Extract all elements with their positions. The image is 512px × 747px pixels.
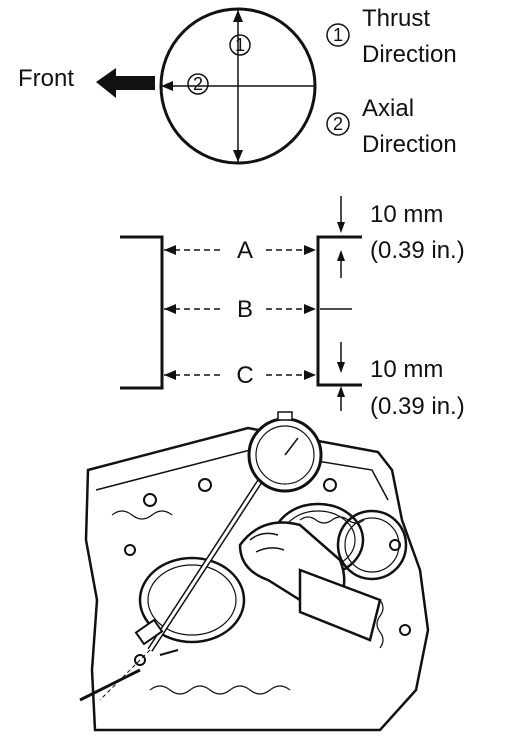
thrust-arrow-bottom (233, 150, 243, 162)
bolt-hole (399, 624, 411, 636)
finger-line (255, 547, 285, 553)
bore-wall-right (316, 235, 362, 387)
bolt-hole (134, 654, 146, 666)
bottom-offset-metric: 10 mm (370, 356, 443, 383)
position-c-label: C (236, 362, 253, 389)
position-a-arrow-left (164, 245, 176, 255)
water-jacket (376, 599, 384, 649)
dial-stem (277, 411, 293, 421)
position-a-label: A (237, 237, 253, 264)
legend-1-marker: 1 (333, 25, 343, 45)
position-b-arrow-left (164, 304, 176, 314)
cylinder-bore-1-inner (147, 564, 237, 636)
legend-2-marker: 2 (333, 114, 343, 134)
position-a-arrow-right (304, 245, 316, 255)
marker-1-text: 1 (235, 35, 245, 55)
position-b-label: B (237, 296, 253, 323)
legend-1-marker-circle (326, 23, 350, 47)
engine-block-illustration (79, 411, 430, 732)
gauge-shaft-inner (148, 477, 264, 651)
cylinder-bore-3-inner (344, 517, 400, 573)
dial-needle (284, 437, 299, 456)
marker-2-text: 2 (193, 74, 203, 94)
thrust-arrow-top (233, 10, 243, 22)
legend-2-line1: Axial (362, 95, 414, 122)
bolt-hole (124, 544, 136, 556)
cylinder-bore-1 (138, 556, 246, 644)
block-outline (84, 426, 430, 732)
bolt-hole (198, 478, 212, 492)
bottom-offset-imperial: (0.39 in.) (370, 393, 465, 420)
gauge-head (134, 618, 164, 646)
marker-2-circle (187, 73, 209, 95)
legend-1-line1: Thrust (362, 5, 430, 32)
position-diagram: A B C 10 mm (0.39 in.) 10 mm (0.39 in.) (120, 196, 465, 420)
marker-1-circle (229, 34, 251, 56)
water-jacket (111, 510, 173, 520)
position-c-arrow-left (164, 370, 176, 380)
bolt-hole (323, 478, 337, 492)
top-offset-metric: 10 mm (370, 201, 443, 228)
legend-2-line2: Direction (362, 131, 457, 158)
axial-arrow-left (161, 81, 173, 91)
bottom-dim-upper-arrow (337, 362, 345, 373)
bore-wall-left (120, 235, 164, 390)
water-jacket (299, 516, 365, 524)
bottom-dim-lower-arrow (337, 386, 345, 397)
position-c-arrow-right (304, 370, 316, 380)
front-arrow-icon (96, 68, 155, 98)
direction-diagram: 1 2 Front 1 Thrust Direction 2 Axial Dir… (18, 5, 457, 165)
dial-face (255, 425, 315, 485)
legend-1-line2: Direction (362, 41, 457, 68)
gauge-reference-line (99, 649, 151, 701)
top-dim-lower-arrow (337, 250, 345, 261)
water-jacket (149, 685, 291, 695)
position-b-arrow-right (304, 304, 316, 314)
bolt-hole (389, 539, 401, 551)
finger-line (249, 532, 279, 541)
technician-sleeve (298, 568, 382, 642)
top-offset-imperial: (0.39 in.) (370, 237, 465, 264)
gauge-anvil (159, 649, 179, 656)
bolt-hole (143, 493, 157, 507)
cylinder-bore-3 (336, 509, 408, 581)
front-label: Front (18, 65, 74, 92)
side-pipe (79, 668, 141, 702)
top-dim-upper-arrow (337, 222, 345, 233)
legend-2-marker-circle (326, 112, 350, 136)
